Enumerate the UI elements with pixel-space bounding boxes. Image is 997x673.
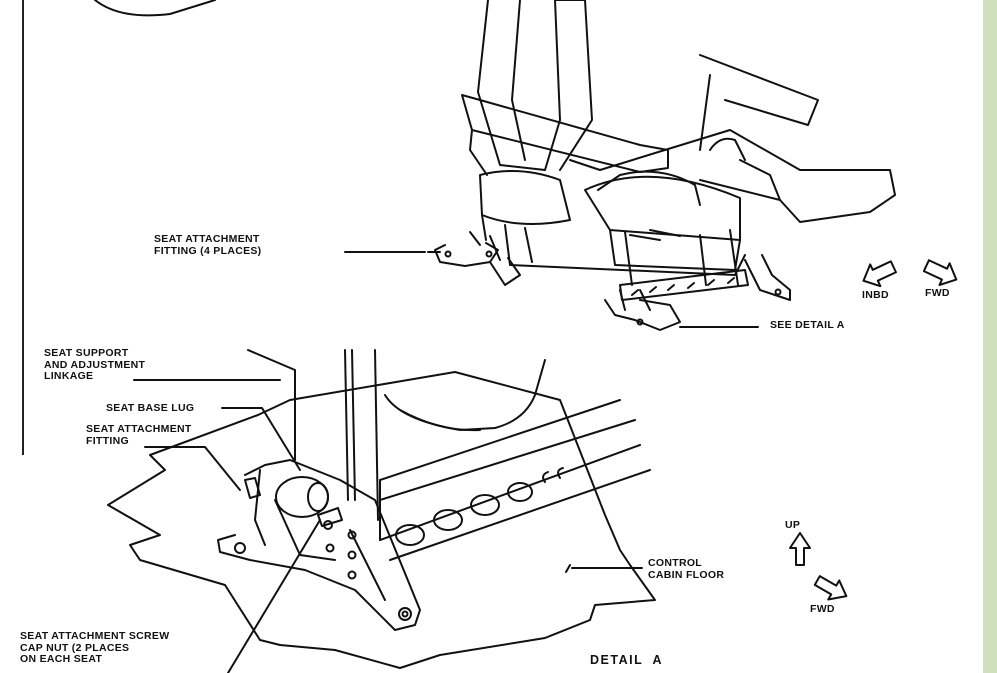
scan-edge: [0, 0, 24, 455]
label-fwd-top: FWD: [925, 287, 950, 299]
label-seat-support: SEAT SUPPORT AND ADJUSTMENT LINKAGE: [44, 347, 146, 382]
label-seat-attachment-fitting: SEAT ATTACHMENT FITTING (4 PLACES): [154, 233, 262, 257]
page-border: [983, 0, 997, 673]
label-fwd-bottom: FWD: [810, 603, 835, 615]
detail-a-drawing: [108, 350, 655, 668]
label-seat-attachment-fitting-detail: SEAT ATTACHMENT FITTING: [86, 423, 192, 447]
label-control-cabin-floor: CONTROL CABIN FLOOR: [648, 557, 725, 581]
fwd-arrow-bottom: [812, 571, 852, 607]
up-arrow: [790, 533, 810, 565]
seat-assembly: [435, 0, 895, 330]
corner-fragment: [95, 0, 215, 15]
label-detail-a: DETAIL A: [590, 653, 663, 667]
inbd-arrow: [858, 256, 898, 292]
fwd-arrow-top: [921, 255, 961, 291]
label-up: UP: [785, 519, 801, 531]
label-inbd: INBD: [862, 289, 889, 301]
label-cap-nut: SEAT ATTACHMENT SCREW CAP NUT (2 PLACES …: [20, 630, 170, 665]
label-seat-base-lug: SEAT BASE LUG: [106, 402, 195, 414]
label-see-detail-a: SEE DETAIL A: [770, 319, 845, 331]
